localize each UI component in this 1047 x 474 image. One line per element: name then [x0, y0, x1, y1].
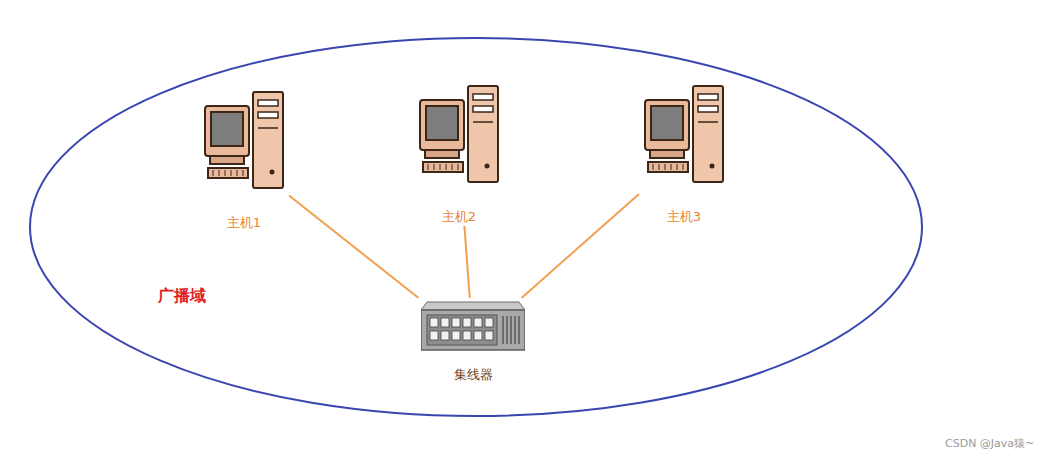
hub-label: 集线器: [454, 366, 493, 384]
host-node: 主机2: [414, 82, 504, 226]
broadcast-domain-ellipse: 广播域 主机1 主机2 主机3 集线器: [28, 36, 924, 418]
network-cable: [522, 194, 639, 298]
hub-icon: [421, 298, 525, 352]
host-label: 主机2: [442, 208, 476, 226]
region-label: 广播域: [158, 286, 206, 307]
watermark: CSDN @Java猿~: [945, 436, 1034, 451]
network-cable: [464, 226, 469, 298]
hub-node: 集线器: [418, 298, 528, 384]
host-node: 主机3: [639, 82, 729, 226]
host-node: 主机1: [199, 88, 289, 232]
computer-icon: [202, 88, 286, 192]
computer-icon: [642, 82, 726, 186]
computer-icon: [417, 82, 501, 186]
network-cable: [289, 196, 419, 298]
host-label: 主机3: [667, 208, 701, 226]
host-label: 主机1: [227, 214, 261, 232]
